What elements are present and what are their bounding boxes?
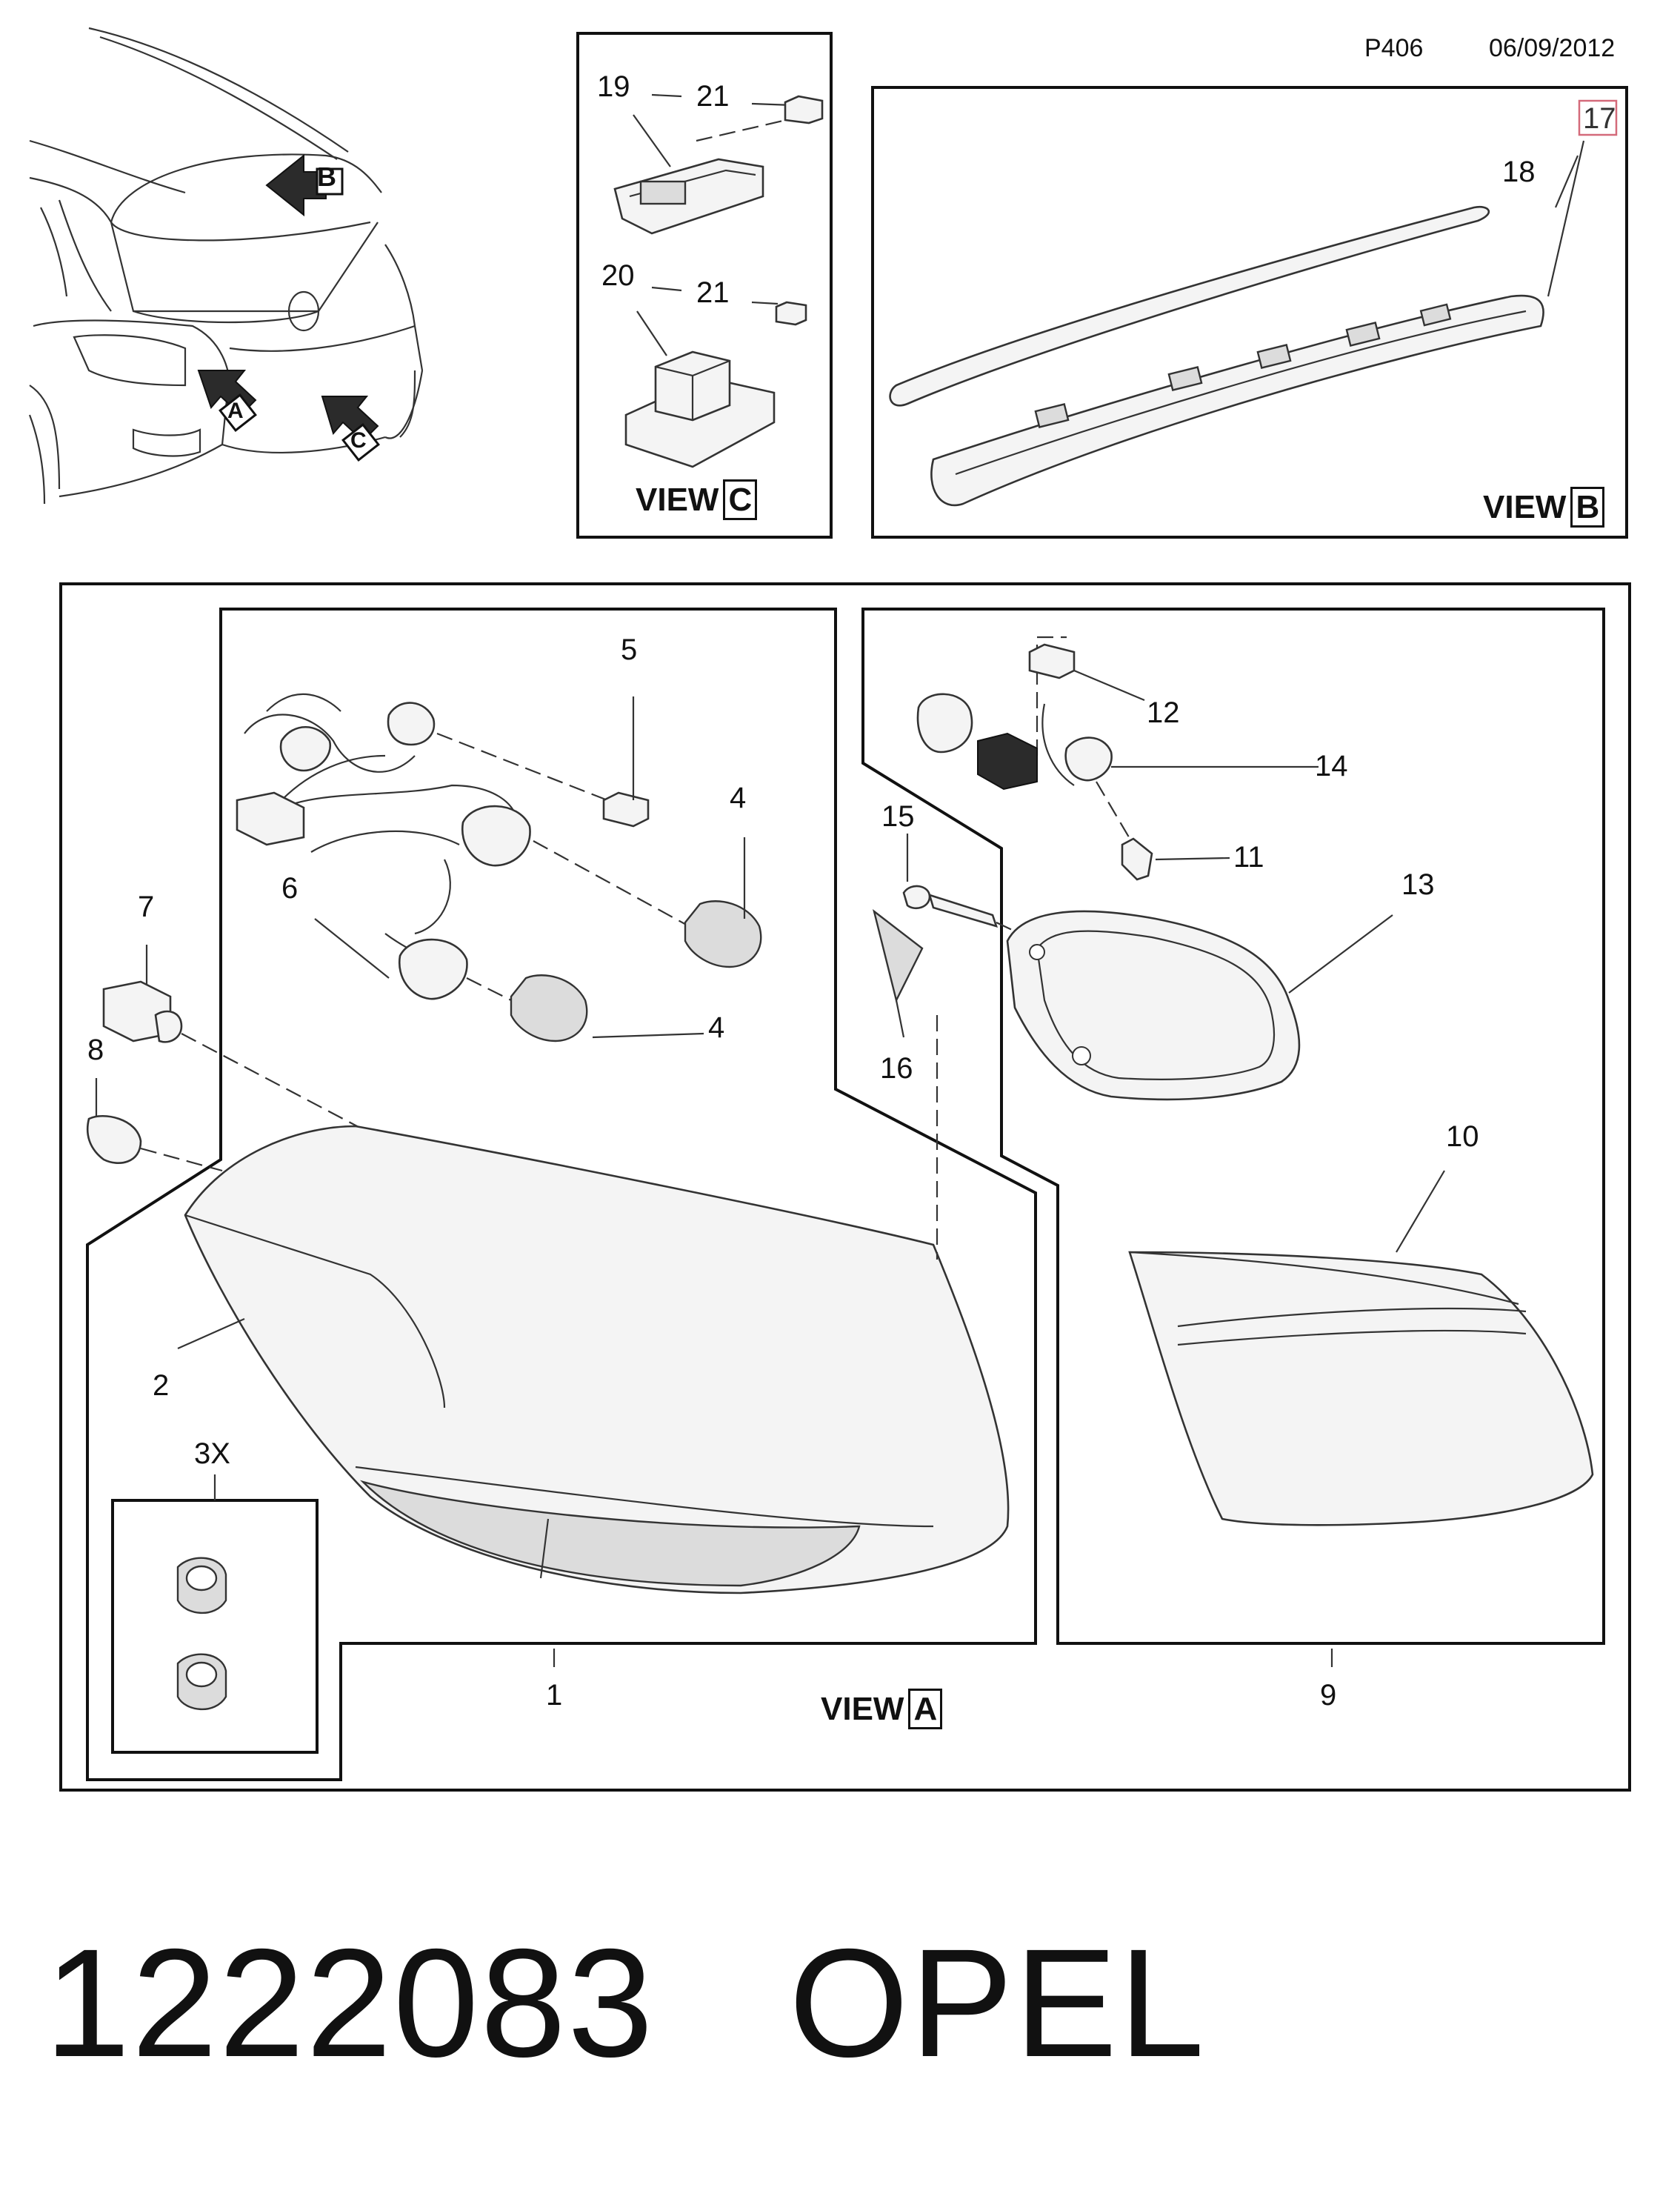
callout-5: 5: [621, 633, 638, 666]
arrow-a-label: A: [227, 399, 244, 423]
callout-10: 10: [1446, 1120, 1479, 1153]
wiring-harness: [236, 693, 531, 1000]
callout-3x: 3X: [194, 1437, 230, 1470]
callout-6: 6: [281, 872, 299, 905]
outer-tail-lamp: [177, 1125, 1010, 1594]
callout-21-bottom: 21: [696, 276, 730, 309]
arrow-b-label: B: [317, 162, 336, 192]
view-a-frame: [59, 582, 1631, 1792]
callout-9: 9: [1320, 1679, 1337, 1712]
callout-14: 14: [1315, 750, 1348, 782]
callout-18: 18: [1502, 156, 1536, 188]
inner-lamp-parts: [872, 636, 1594, 1526]
inner-lamp-group: [861, 608, 1605, 1645]
drawing-date: 06/09/2012: [1489, 34, 1616, 62]
view-c-frame: [576, 32, 833, 539]
arrow-b: [265, 153, 344, 217]
callout-4-upper: 4: [730, 782, 747, 814]
part-17-highlight: [1578, 99, 1618, 136]
callout-21-top: 21: [696, 80, 730, 113]
part-number: 1222083: [44, 1918, 655, 2089]
callout-13: 13: [1401, 868, 1435, 901]
outer-lamp-group: [86, 608, 1037, 1781]
callout-16: 16: [880, 1052, 913, 1085]
callout-20: 20: [601, 259, 635, 292]
drawing-code: P406: [1364, 34, 1424, 62]
callout-8: 8: [87, 1034, 104, 1066]
callout-7: 7: [138, 891, 155, 923]
view-b-parts: [889, 140, 1585, 507]
arrow-a: [197, 370, 257, 432]
arrow-c: [321, 396, 380, 462]
view-b-frame: [871, 86, 1628, 539]
callout-12: 12: [1147, 696, 1180, 729]
socket-and-clip: [86, 945, 386, 1172]
arrow-c-label: C: [350, 428, 367, 453]
bulbs-left: [314, 696, 762, 1042]
callout-17: 17: [1583, 102, 1616, 135]
view-c-parts: [613, 93, 824, 468]
leader-ticks: [553, 1649, 1333, 1667]
callout-19: 19: [597, 70, 630, 103]
callout-15: 15: [881, 800, 915, 833]
callout-1: 1: [546, 1679, 563, 1712]
callout-2: 2: [153, 1369, 170, 1402]
washers: [176, 1474, 227, 1711]
washer-box: [111, 1499, 319, 1754]
brand-name: OPEL: [789, 1918, 1206, 2089]
callout-11: 11: [1233, 841, 1264, 874]
callout-4-lower: 4: [708, 1011, 725, 1044]
